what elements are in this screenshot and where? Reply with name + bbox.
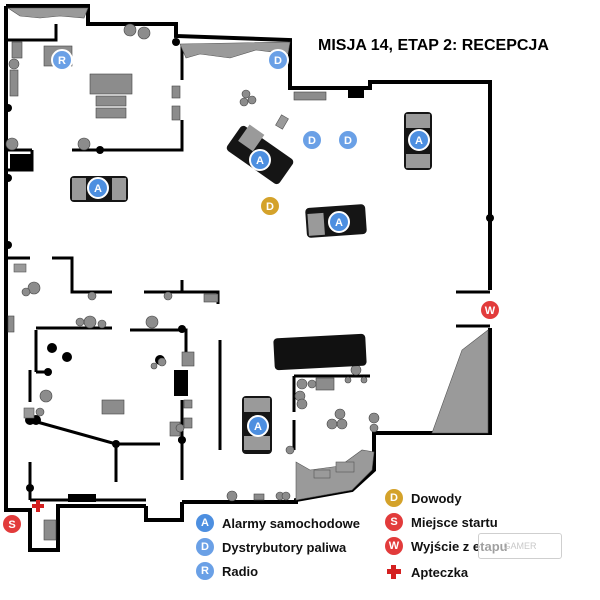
svg-text:A: A bbox=[94, 183, 102, 195]
fuel-marker: D bbox=[337, 129, 359, 151]
evidence-legend-icon: D bbox=[385, 489, 403, 507]
legend-label: Miejsce startu bbox=[411, 514, 498, 530]
start-marker: S bbox=[1, 513, 23, 535]
svg-text:R: R bbox=[58, 55, 66, 67]
car-alarm-marker: A bbox=[247, 415, 269, 437]
fuel-legend-icon: D bbox=[196, 538, 214, 556]
svg-text:D: D bbox=[344, 135, 352, 147]
svg-text:D: D bbox=[266, 201, 274, 213]
car-alarm-legend-icon: A bbox=[196, 514, 214, 532]
legend-evidence: D Dowody bbox=[385, 489, 462, 507]
svg-text:A: A bbox=[415, 135, 423, 147]
page-title: MISJA 14, ETAP 2: RECEPCJA bbox=[318, 37, 549, 54]
fuel-marker: D bbox=[267, 49, 289, 71]
svg-text:S: S bbox=[8, 519, 15, 531]
debris bbox=[7, 7, 489, 501]
car-alarm-marker: A bbox=[87, 177, 109, 199]
car-alarm-marker: A bbox=[328, 211, 350, 233]
legend-label: Dowody bbox=[411, 490, 462, 506]
car-alarm-marker: A bbox=[249, 149, 271, 171]
legend-car-alarms: A Alarmy samochodowe bbox=[196, 514, 360, 532]
exit-legend-icon: W bbox=[385, 537, 403, 555]
red-cross-icon bbox=[385, 563, 403, 581]
car-shadow bbox=[273, 333, 367, 371]
first-aid-icon bbox=[32, 500, 44, 512]
fuel-marker: D bbox=[301, 129, 323, 151]
svg-text:A: A bbox=[256, 155, 264, 167]
radio-legend-icon: R bbox=[196, 562, 214, 580]
pillars bbox=[4, 38, 494, 492]
svg-text:A: A bbox=[335, 217, 343, 229]
car-alarm-marker: A bbox=[408, 129, 430, 151]
exit-marker: W bbox=[479, 299, 501, 321]
watermark-logo: GAMER bbox=[478, 533, 562, 559]
svg-text:D: D bbox=[308, 135, 316, 147]
start-legend-icon: S bbox=[385, 513, 403, 531]
map-markers: R D D D D A A A bbox=[1, 49, 501, 535]
svg-text:W: W bbox=[485, 305, 496, 317]
furniture bbox=[5, 23, 380, 541]
legend-label: Alarmy samochodowe bbox=[222, 515, 360, 531]
outer-walls bbox=[4, 4, 492, 552]
dark-blocks bbox=[10, 88, 364, 502]
legend-label: Apteczka bbox=[411, 564, 469, 580]
legend-radio: R Radio bbox=[196, 562, 258, 580]
legend-start: S Miejsce startu bbox=[385, 513, 498, 531]
legend-label: Dystrybutory paliwa bbox=[222, 539, 347, 555]
legend-label: Radio bbox=[222, 563, 259, 579]
svg-text:A: A bbox=[254, 421, 262, 433]
legend-fuel: D Dystrybutory paliwa bbox=[196, 538, 346, 556]
radio-marker: R bbox=[51, 49, 73, 71]
evidence-marker: D bbox=[259, 195, 281, 217]
svg-text:D: D bbox=[274, 55, 282, 67]
legend-first-aid: Apteczka bbox=[385, 563, 468, 581]
